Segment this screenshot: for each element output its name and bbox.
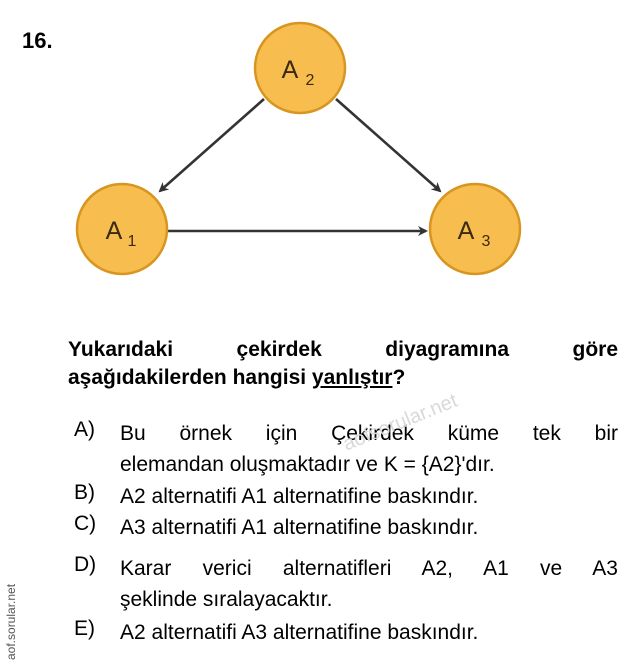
option-text: A2 alternatifi A1 alternatifine baskındı… xyxy=(120,485,479,508)
node-a3: A 3 xyxy=(428,182,522,276)
option-text: A2 alternatifi A3 alternatifine baskındı… xyxy=(120,621,479,644)
question-number: 16. xyxy=(22,28,53,53)
svg-text:A: A xyxy=(458,217,475,245)
option-letter: D) xyxy=(74,553,97,576)
option-letter: A) xyxy=(74,418,95,441)
option-text: A3 alternatifi A1 alternatifine baskındı… xyxy=(120,516,479,539)
option-letter: E) xyxy=(74,617,95,640)
watermark-side: aof.sorular.net xyxy=(4,583,18,660)
edge-a2-a1 xyxy=(158,98,265,193)
svg-text:1: 1 xyxy=(128,233,137,250)
option-text: Bu örnek için Çekirdek küme tek bir elem… xyxy=(120,422,618,476)
question-line-2-suffix: ? xyxy=(392,366,406,389)
option-letter: C) xyxy=(74,512,97,535)
kernel-diagram: A 2 A 1 A 3 xyxy=(75,21,522,276)
option-letter: B) xyxy=(74,481,95,504)
option-text: Karar verici alternatifleri A2, A1 ve A3… xyxy=(120,557,618,611)
question-line-1: Yukarıdaki çekirdek diyagramına göre xyxy=(68,338,618,361)
svg-text:3: 3 xyxy=(482,233,491,250)
node-a2: A 2 xyxy=(253,21,347,115)
question-keyword: yanlıştır xyxy=(311,366,393,389)
question-stem: Yukarıdaki çekirdek diyagramına göre aşa… xyxy=(68,336,618,392)
node-a1: A 1 xyxy=(75,182,169,276)
svg-text:A: A xyxy=(282,56,299,84)
svg-text:A: A xyxy=(106,217,123,245)
question-line-2-prefix: aşağıdakilerden hangisi xyxy=(68,366,312,389)
edge-a2-a3 xyxy=(335,98,442,193)
svg-text:2: 2 xyxy=(306,72,315,89)
